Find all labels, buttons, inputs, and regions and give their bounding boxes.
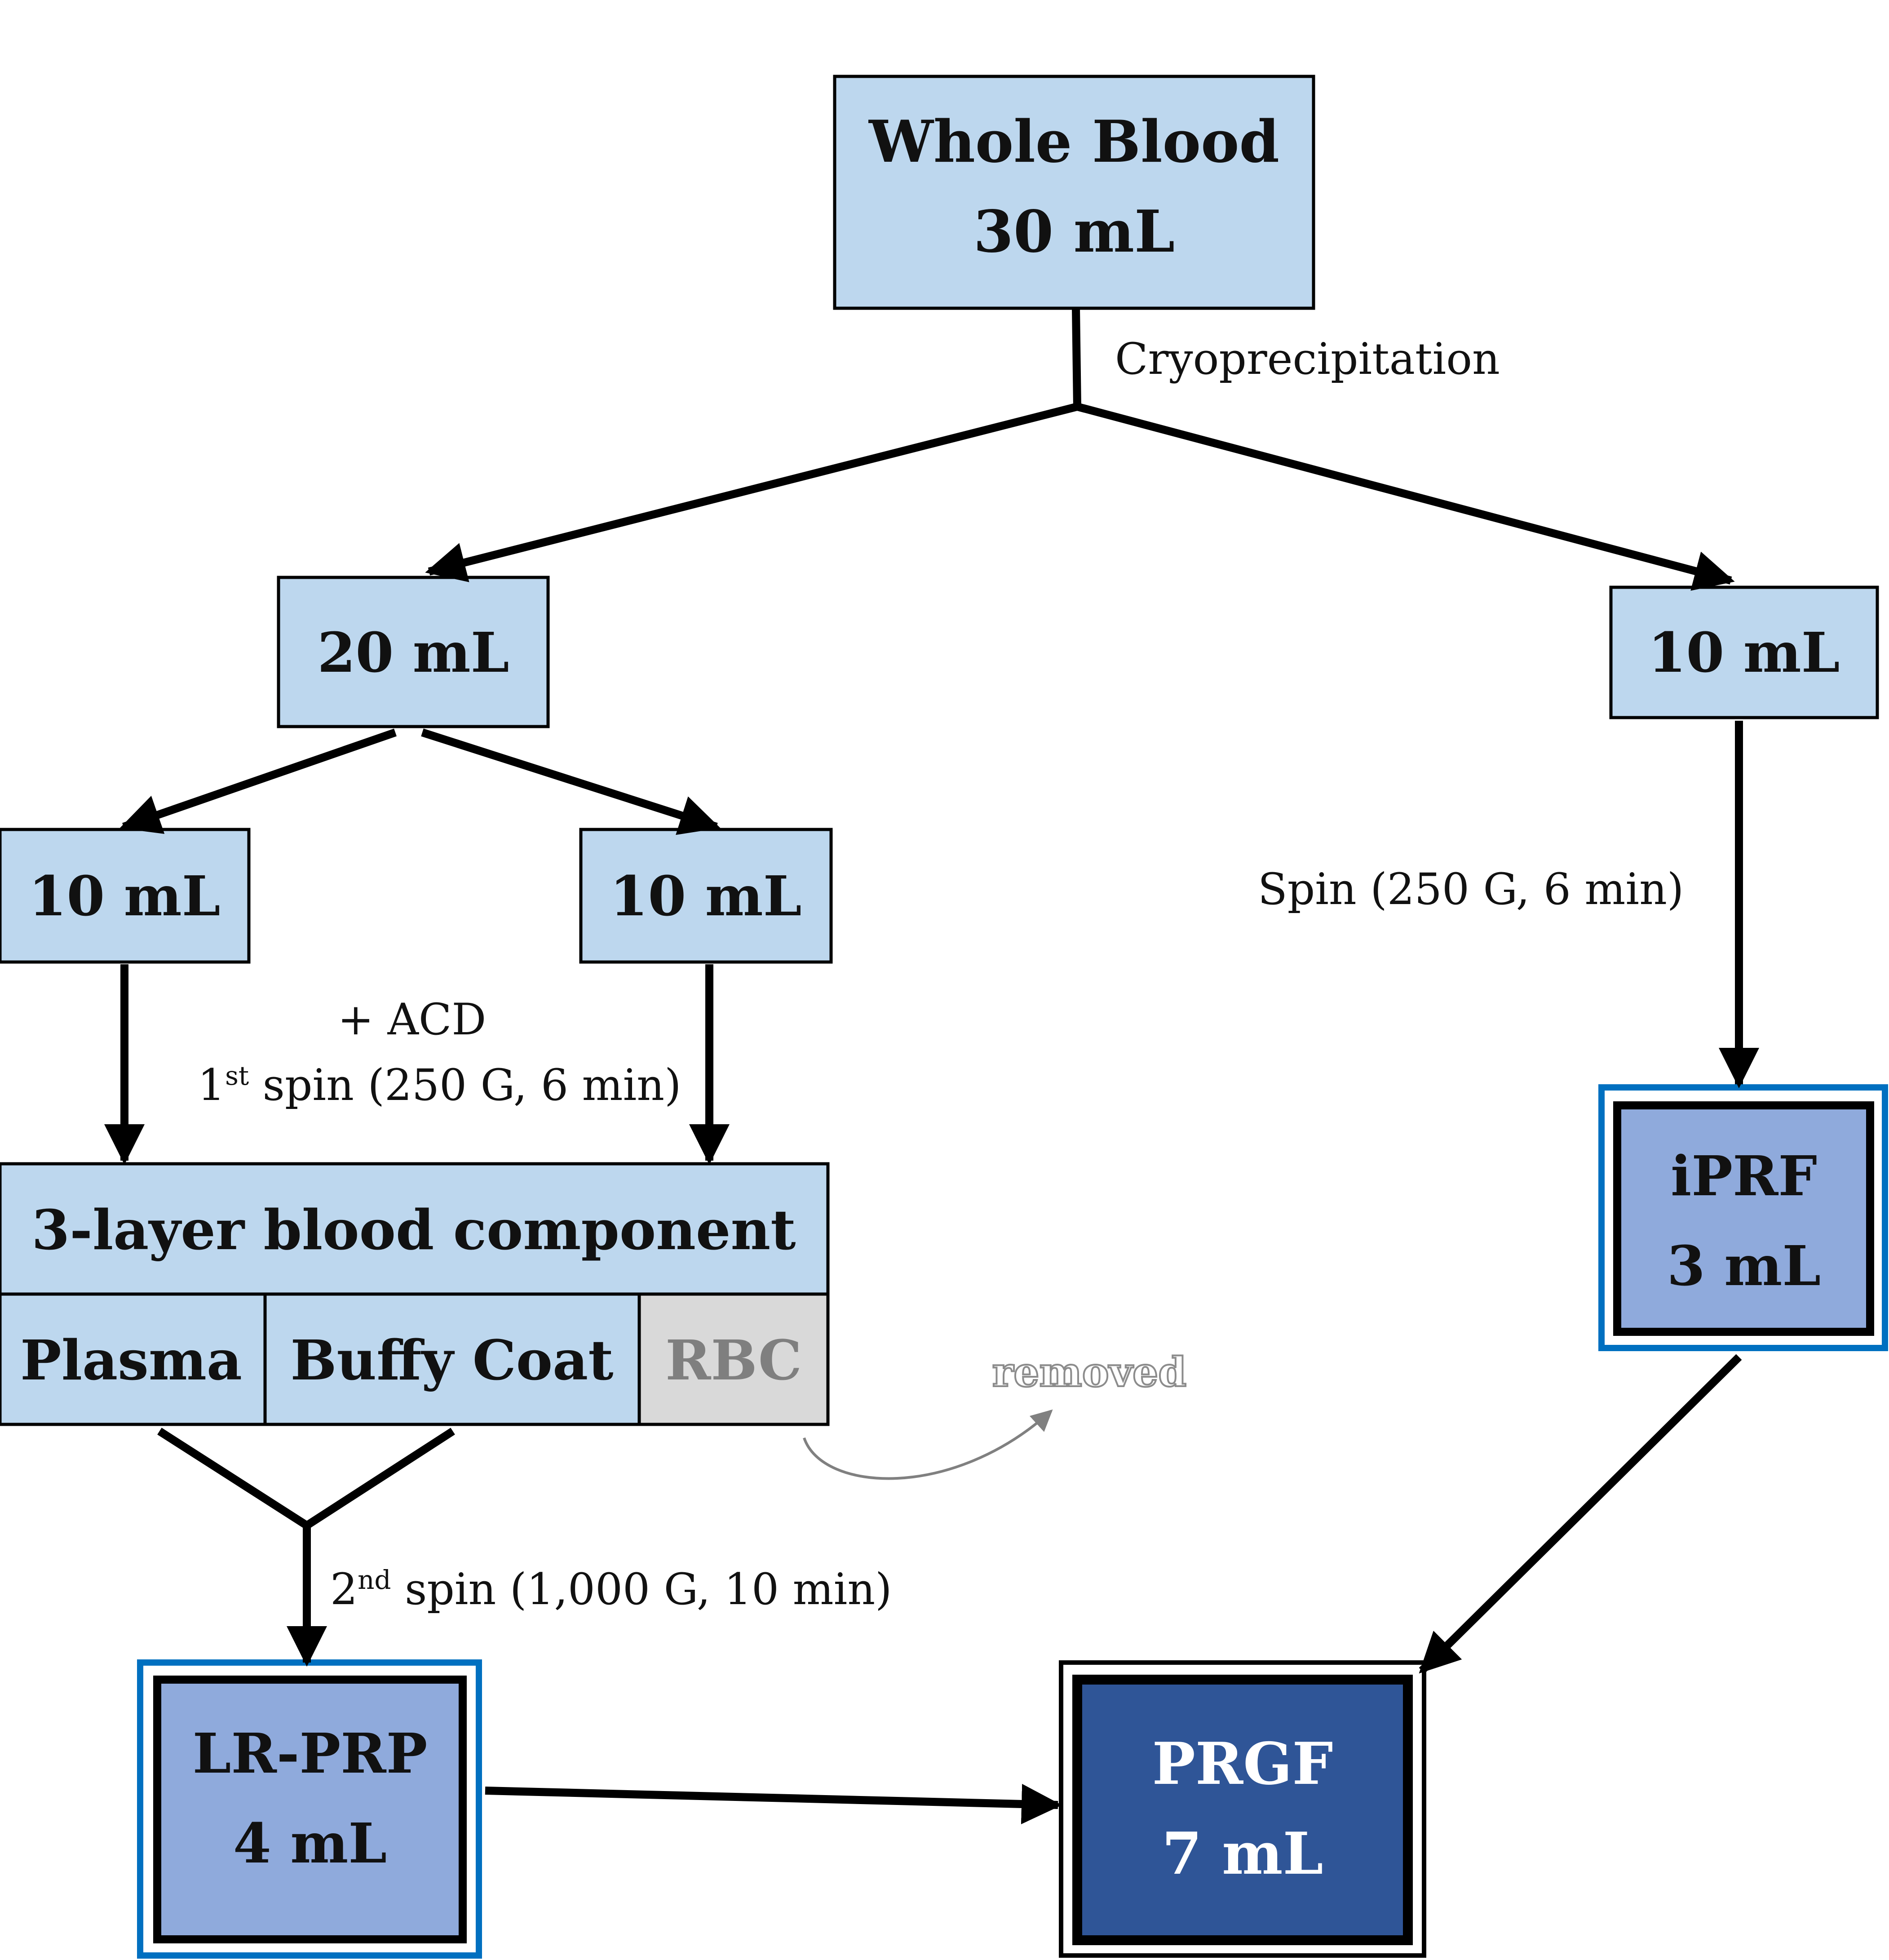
iprf-inner-rect	[1613, 1101, 1874, 1336]
arrow-to-10ml-b	[421, 728, 721, 835]
buffy-coat-layer-label: Buffy Coat	[290, 1328, 613, 1392]
arrow-to-20ml	[425, 403, 1079, 582]
three-layer-component: 3-layer blood component Plasma Buffy Coa…	[0, 1162, 830, 1426]
second-spin-superscript: nd	[358, 1565, 391, 1595]
iprf-title: iPRF	[1671, 1144, 1817, 1208]
whole-blood-box: Whole Blood 30 mL	[833, 75, 1315, 310]
three-layer-title: 3-layer blood component	[31, 1197, 796, 1262]
lr-prp-box: LR-PRP 4 mL	[137, 1659, 482, 1959]
arrow-iprf-to-prgf	[1419, 1354, 1742, 1674]
rbc-layer-rect	[637, 1292, 830, 1426]
spin-right-label: Spin (250 G, 6 min)	[1258, 864, 1684, 914]
plasma-layer-rect	[0, 1292, 267, 1426]
arrow-to-10ml-a	[119, 728, 397, 834]
second-spin-label: 2nd spin (1,000 G, 10 min)	[330, 1564, 892, 1614]
second-spin-text: spin (1,000 G, 10 min)	[391, 1564, 892, 1614]
first-spin-label: 1st spin (250 G, 6 min)	[198, 1060, 681, 1110]
whole-blood-stem	[1072, 308, 1081, 407]
split-20ml-box: 20 mL	[277, 576, 550, 728]
lr-prp-inner-rect	[153, 1676, 467, 1943]
lr-prp-volume: 4 mL	[233, 1811, 387, 1876]
prgf-box: PRGF 7 mL	[1059, 1660, 1426, 1958]
prgf-inner-rect	[1072, 1675, 1413, 1945]
iprf-box: iPRF 3 mL	[1598, 1084, 1888, 1351]
acd-label: + ACD	[338, 994, 487, 1045]
whole-blood-rect	[833, 75, 1315, 310]
rbc-layer-label: RBC	[665, 1328, 802, 1392]
split-10ml-right-box: 10 mL	[1609, 585, 1879, 719]
second-spin-number: 2	[330, 1564, 358, 1614]
whole-blood-volume: 30 mL	[973, 198, 1175, 266]
buffy-coat-merge-line	[305, 1428, 455, 1529]
prgf-volume: 7 mL	[1162, 1820, 1323, 1888]
iprf-volume: 3 mL	[1667, 1233, 1821, 1298]
removed-arrow	[803, 1409, 1053, 1480]
plasma-merge-line	[157, 1428, 309, 1529]
first-spin-number: 1	[198, 1060, 225, 1110]
split-10ml-a-box: 10 mL	[0, 828, 251, 964]
split-10ml-b-volume: 10 mL	[610, 864, 801, 928]
buffy-coat-layer-rect	[263, 1292, 641, 1426]
first-spin-superscript: st	[225, 1060, 249, 1091]
plasma-layer-label: Plasma	[20, 1328, 242, 1392]
arrow-lr-prp-to-prgf	[485, 1783, 1062, 1824]
three-layer-header-rect	[0, 1162, 830, 1296]
split-10ml-a-volume: 10 mL	[28, 864, 220, 928]
split-10ml-b-box: 10 mL	[579, 828, 833, 964]
lr-prp-title: LR-PRP	[193, 1721, 428, 1786]
split-20ml-rect	[277, 576, 550, 728]
first-spin-text: spin (250 G, 6 min)	[249, 1060, 681, 1110]
split-10ml-b-rect	[579, 828, 833, 964]
whole-blood-title: Whole Blood	[868, 108, 1279, 176]
cryoprecipitation-label: Cryoprecipitation	[1115, 334, 1500, 384]
arrow-to-10ml-right	[1076, 403, 1735, 591]
prgf-title: PRGF	[1152, 1730, 1333, 1798]
removed-label: removed	[992, 1348, 1186, 1396]
connectors	[104, 308, 1759, 1824]
split-10ml-right-volume: 10 mL	[1648, 620, 1840, 685]
split-10ml-right-rect	[1609, 585, 1879, 719]
split-20ml-volume: 20 mL	[317, 620, 509, 685]
